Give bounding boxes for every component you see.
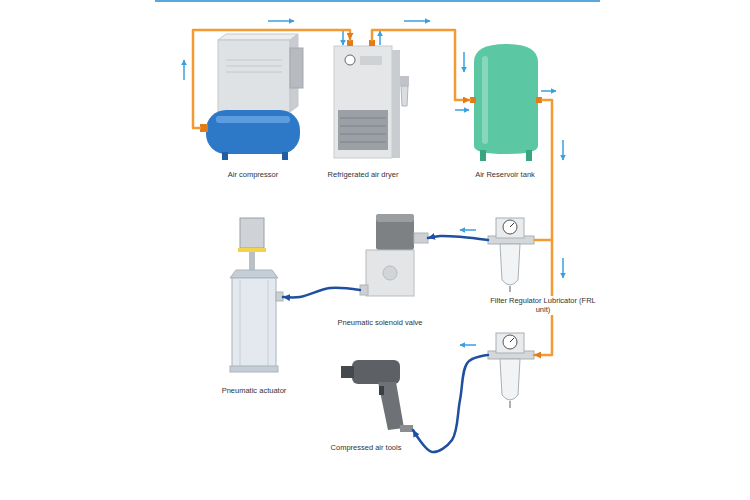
- frl-gauge: [503, 220, 517, 234]
- component-node: Pneumatic actuator: [225, 215, 283, 375]
- flow-arrow: [562, 258, 564, 278]
- cylinder-rib: [268, 280, 269, 366]
- flow-arrow: [342, 31, 344, 45]
- frl-drain: [509, 401, 511, 408]
- component-node: Refrigerated air dryer: [330, 40, 410, 162]
- component-label: Compressed air tools: [330, 443, 403, 452]
- flow-arrow: [562, 140, 564, 160]
- reservoir-tank: [474, 44, 538, 154]
- compressor-top: [218, 34, 298, 40]
- component-node: Air Reservoir tank: [470, 40, 542, 162]
- grille-slat: [340, 134, 386, 135]
- tank-highlight: [482, 56, 488, 144]
- valve-fitting: [414, 233, 428, 243]
- dryer-panel: [360, 56, 382, 65]
- tool-trigger: [379, 386, 384, 395]
- air-hose: [283, 288, 360, 298]
- dryer-filter-head: [400, 76, 409, 86]
- flow-arrow: [379, 31, 381, 45]
- compressor-tank: [206, 110, 300, 154]
- compressor-motor: [290, 48, 303, 88]
- component-label: Pneumatic solenoid valve: [336, 318, 423, 327]
- grille-slat: [340, 118, 386, 119]
- tank-leg: [480, 150, 486, 161]
- air-pipe: [534, 100, 552, 355]
- flow-arrow: [183, 60, 185, 80]
- actuator-base: [230, 366, 278, 372]
- frl-head: [496, 333, 524, 353]
- flow-arrow: [268, 20, 294, 22]
- tool-anvil: [341, 366, 354, 378]
- flow-arrow: [455, 109, 469, 111]
- dryer-side: [392, 50, 400, 158]
- compressor-leg: [282, 152, 288, 160]
- air-pipe-branch: [534, 239, 552, 242]
- flow-arrow: [460, 229, 476, 231]
- flow-arrow: [460, 344, 476, 346]
- component-node: Compressed air tools: [340, 352, 413, 437]
- actuator-rod: [249, 252, 255, 270]
- component-node: Filter Regulator Lubricator (FRL unit): [488, 210, 534, 415]
- actuator-ring: [238, 248, 266, 252]
- component-label: Air compressor: [227, 170, 279, 179]
- compressor-leg: [222, 152, 228, 160]
- compressor-vent: [226, 60, 282, 61]
- actuator-head: [240, 218, 264, 248]
- compressor-cabinet: [218, 40, 290, 112]
- frl-drain: [509, 286, 511, 292]
- tank-highlight: [216, 116, 290, 123]
- actuator-cap: [230, 270, 278, 278]
- tool-body: [352, 360, 400, 384]
- gauge-needle: [510, 223, 514, 227]
- flow-arrow: [404, 20, 430, 22]
- coil-top: [376, 214, 414, 222]
- header-rule: [155, 0, 600, 2]
- flow-arrow: [541, 90, 556, 92]
- tool-fitting: [400, 425, 413, 432]
- component-label: Filter Regulator Lubricator (FRL unit): [488, 296, 598, 315]
- actuator-cylinder: [232, 278, 276, 368]
- grille-slat: [340, 142, 386, 143]
- connector-group: [193, 30, 552, 452]
- compressor-vent: [226, 72, 282, 73]
- air-hose: [428, 236, 488, 240]
- air-pipe: [372, 30, 470, 100]
- cylinder-rib: [240, 280, 241, 366]
- component-label: Pneumatic actuator: [221, 386, 288, 395]
- air-hose: [413, 355, 488, 452]
- component-node: Air compressor: [200, 38, 305, 160]
- frl-head: [496, 218, 524, 238]
- component-label: Air Reservoir tank: [474, 170, 536, 179]
- flow-arrow: [463, 52, 465, 72]
- frl-bowl: [500, 359, 520, 400]
- frl-bowl: [500, 244, 520, 285]
- tool-handle: [378, 382, 404, 430]
- dryer-body: [334, 46, 392, 158]
- valve-body: [366, 250, 414, 296]
- grille-slat: [340, 126, 386, 127]
- compressor-vent: [226, 66, 282, 67]
- gauge-needle: [510, 338, 514, 342]
- dryer-grille: [338, 110, 388, 150]
- frl-gauge: [503, 335, 517, 349]
- tank-leg: [526, 150, 532, 161]
- dryer-gauge: [345, 55, 355, 65]
- component-node: Pneumatic solenoid valve: [360, 212, 428, 304]
- component-label: Refrigerated air dryer: [327, 170, 400, 179]
- dryer-filter-bowl: [401, 86, 408, 106]
- valve-coil: [376, 214, 414, 250]
- air-pipe: [193, 30, 350, 128]
- valve-port: [383, 266, 397, 280]
